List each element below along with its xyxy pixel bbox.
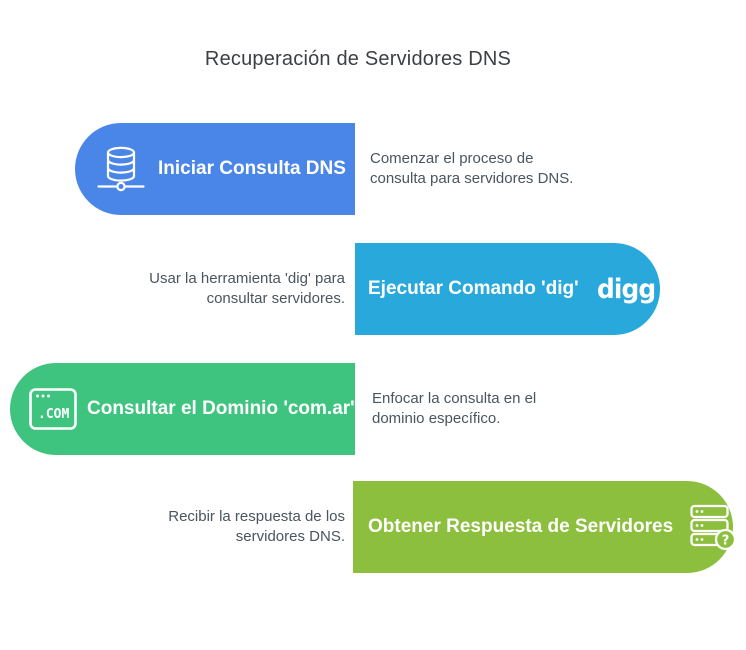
digg-logo: digg xyxy=(596,273,656,305)
step-1-title: Iniciar Consulta DNS xyxy=(158,158,346,179)
step-1-pill: Iniciar Consulta DNS xyxy=(75,123,355,215)
server-question-icon: ? xyxy=(688,502,738,552)
step-3-description: Enfocar la consulta en el dominio especí… xyxy=(372,390,537,427)
step-1-description: Comenzar el proceso de consulta para ser… xyxy=(370,150,574,187)
dotcom-browser-icon: .COM xyxy=(28,387,78,431)
diagram-title: Recuperación de Servidores DNS xyxy=(204,48,512,70)
step-3-pill: .COM Consultar el Dominio 'com.ar' xyxy=(10,363,355,455)
step-2-title: Ejecutar Comando 'dig' xyxy=(368,278,579,299)
database-network-icon xyxy=(95,143,147,195)
step-4-title: Obtener Respuesta de Servidores xyxy=(368,516,674,537)
svg-text:.COM: .COM xyxy=(38,407,69,422)
step-2-pill: Ejecutar Comando 'dig' digg xyxy=(355,243,660,335)
step-4-description: Recibir la respuesta de los servidores D… xyxy=(168,508,345,545)
svg-text:?: ? xyxy=(722,534,730,549)
step-3-title: Consultar el Dominio 'com.ar' xyxy=(87,398,355,419)
step-4-pill: Obtener Respuesta de Servidores ? xyxy=(353,481,737,573)
step-2-description: Usar la herramienta 'dig' para consultar… xyxy=(149,270,345,307)
